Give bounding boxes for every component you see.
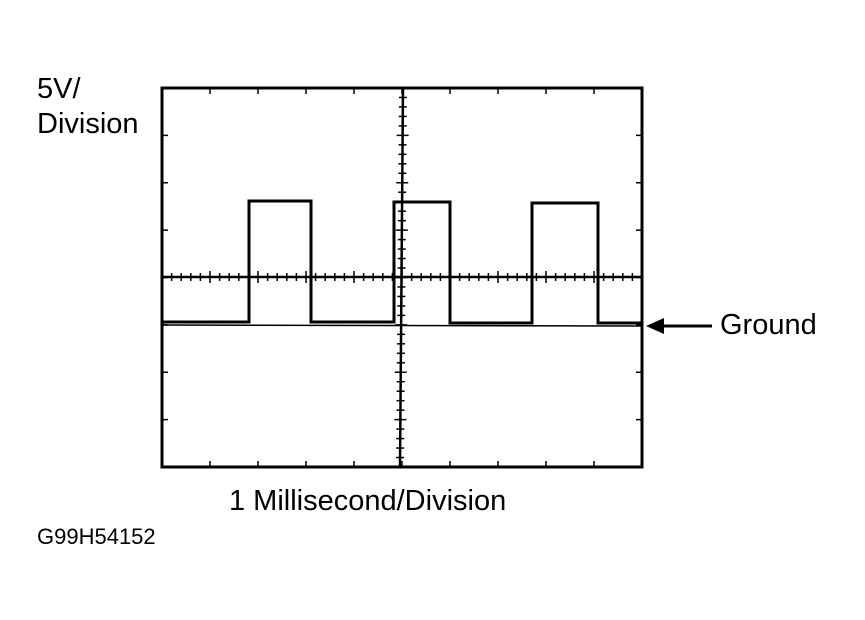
ground-reference-line [161,324,643,327]
horizontal-scale-label: 1 Millisecond/Division [229,485,507,517]
figure-id: G99H54152 [37,524,156,549]
vertical-scale-label: 5V/ Division [37,72,139,142]
ground-arrow-head [646,318,664,334]
vertical-scale-line-2: Division [37,108,139,140]
ground-label: Ground [720,309,817,341]
square-wave-trace [162,199,642,325]
vertical-scale-line-1: 5V/ [37,73,81,105]
vertical-axis-ticks [394,96,409,459]
frame-tick-marks [162,88,642,467]
